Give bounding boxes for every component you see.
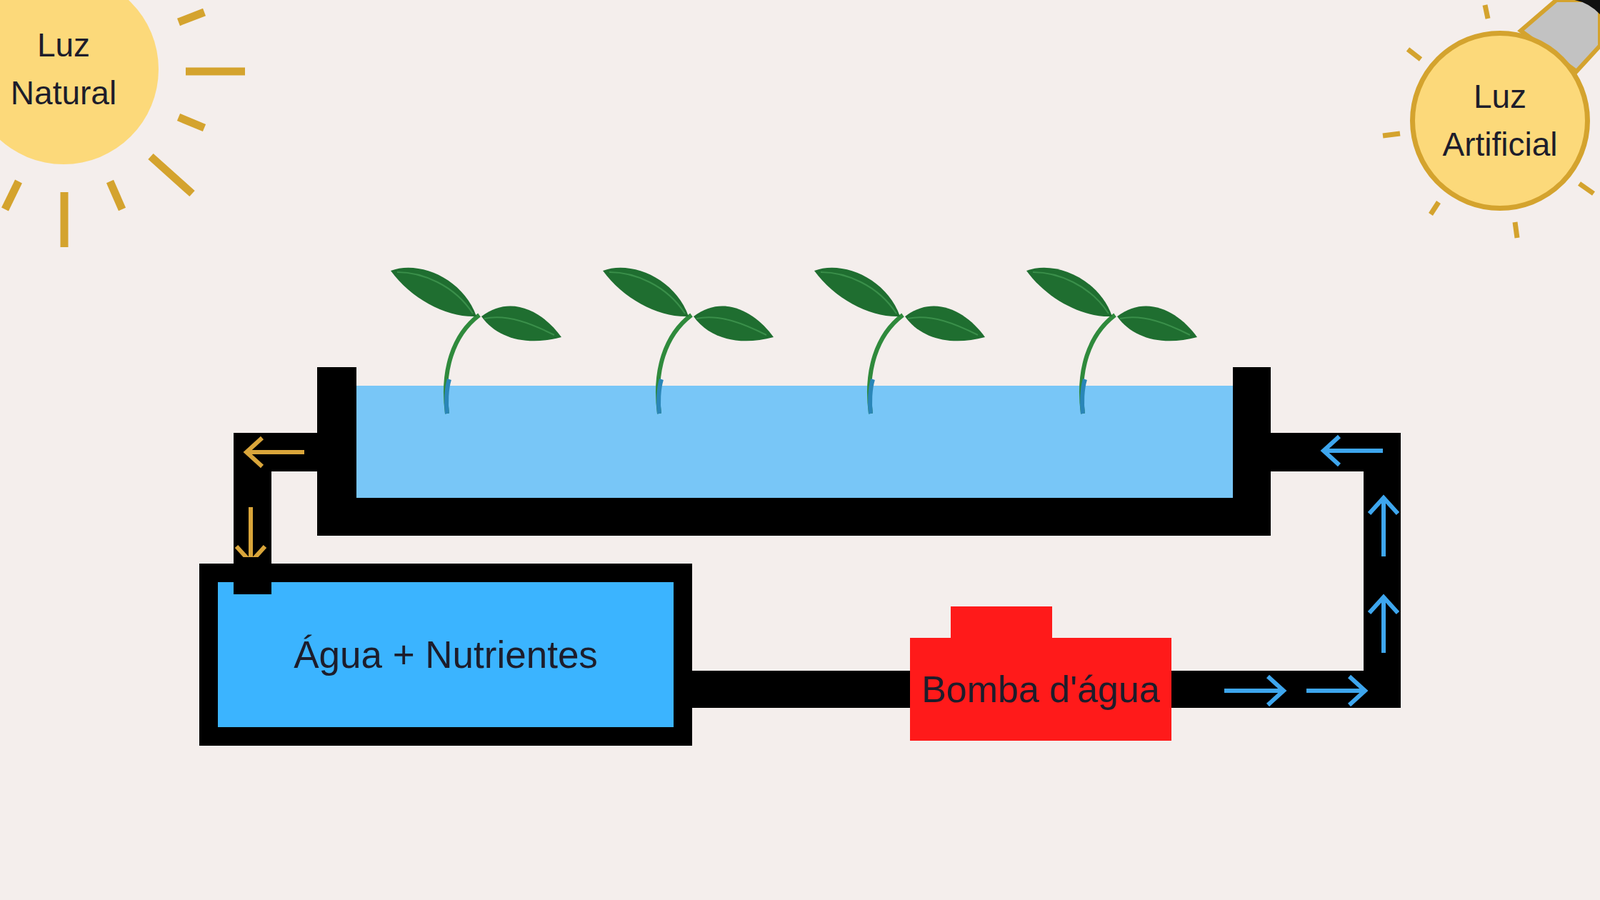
feed-pipe	[1363, 432, 1401, 708]
bulb-circle-shape	[1410, 30, 1590, 211]
tank-bottom	[317, 497, 1271, 536]
leaf	[390, 267, 477, 317]
leaf-vein	[820, 272, 978, 335]
node-label: Água + Nutrientes	[293, 632, 598, 678]
leaf	[693, 305, 774, 341]
seedling-stem	[445, 315, 480, 414]
return-arrows	[236, 437, 305, 563]
seedling	[1026, 267, 1198, 414]
tank-water	[356, 385, 1233, 498]
bulb-contact	[1556, 0, 1600, 15]
seedling-root	[446, 379, 450, 414]
leaf-vein	[397, 272, 555, 335]
pipe-connector	[692, 670, 910, 708]
leaf	[602, 267, 689, 317]
bulb-circle	[1412, 33, 1588, 209]
pump-body	[910, 606, 1172, 741]
leaf	[481, 305, 562, 341]
feed-arrows	[1224, 436, 1398, 705]
seedling-root	[658, 379, 662, 414]
node-label: Luz Artificial	[1432, 72, 1568, 168]
seedling	[602, 267, 774, 414]
seedling-stem	[657, 315, 692, 414]
seedling-root	[1082, 379, 1085, 414]
seedling	[814, 267, 985, 414]
sun-circle	[0, 0, 159, 165]
leaf	[1117, 305, 1198, 341]
leaf	[905, 305, 985, 341]
pump-box: Bomba d'água	[910, 606, 1172, 741]
bulb-circle: Luz Artificial	[1410, 30, 1590, 211]
seedling-stem	[1081, 315, 1115, 414]
node-label: Bomba d'água	[921, 667, 1160, 712]
feed-pipe	[1264, 432, 1401, 472]
node-label: Luz Natural	[0, 21, 132, 117]
leaf	[814, 267, 900, 317]
drain-inlet	[233, 557, 272, 595]
seedling	[390, 267, 562, 414]
reservoir-box: Água + Nutrientes	[199, 563, 693, 746]
seedling-root	[870, 379, 873, 414]
leaf	[1026, 267, 1113, 317]
sun-circle: Luz Natural	[0, 0, 159, 165]
leaf-vein	[609, 272, 767, 335]
seedling-stem	[869, 315, 903, 414]
seedlings	[390, 267, 1198, 414]
leaf-vein	[1032, 272, 1190, 335]
